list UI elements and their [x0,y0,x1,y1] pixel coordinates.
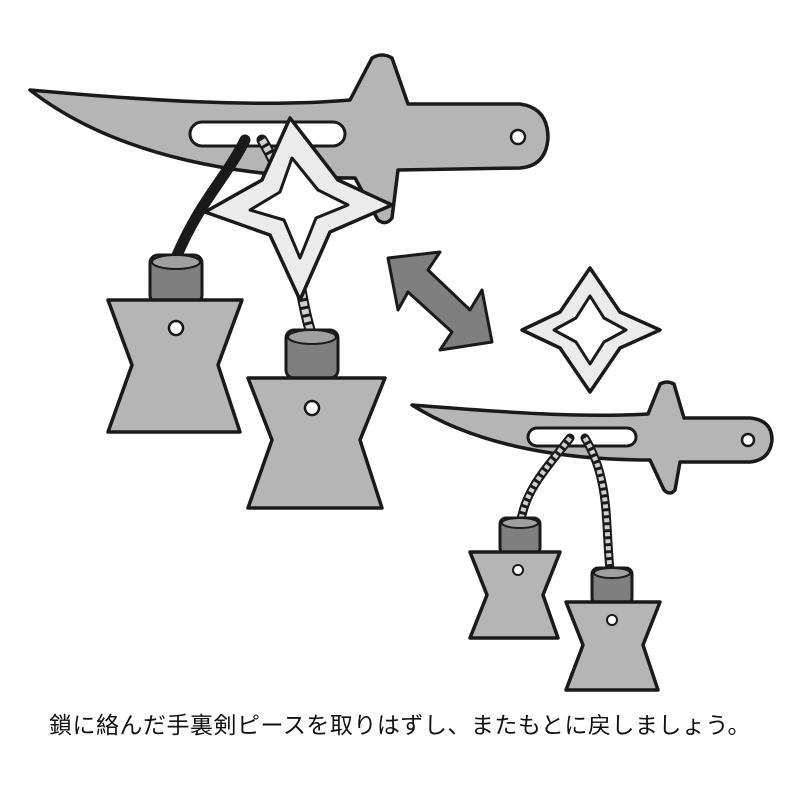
separated-puzzle [410,266,774,692]
blade-hole [740,432,756,448]
shuriken-icon [246,376,387,510]
shuriken-icon [564,600,662,692]
blade-hole [509,128,527,146]
tangled-puzzle [28,53,550,510]
double-arrow-icon [386,250,494,352]
puzzle-illustration [28,53,774,692]
shuriken-icon [468,550,562,640]
instruction-caption: 鎖に絡んだ手裏剣ピースを取りはずし、またもとに戻しましょう。 [48,713,751,739]
shuriken-icon [106,298,244,434]
chain-icon [515,433,575,530]
